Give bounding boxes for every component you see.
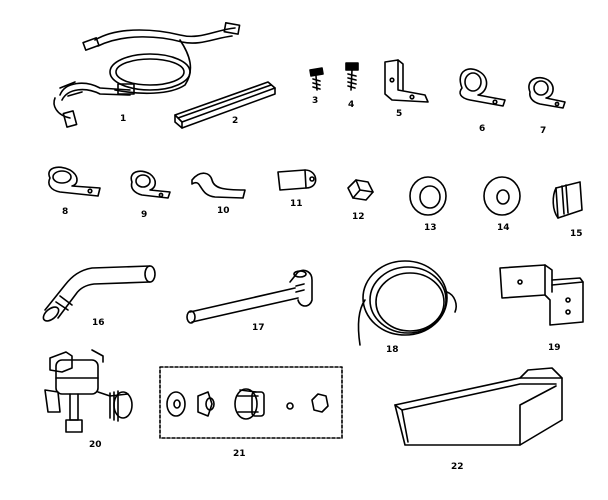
- part-11-tab-bracket[interactable]: [277, 169, 317, 191]
- part-16-elbow-tube[interactable]: [41, 265, 156, 324]
- part-13-label: 13: [424, 223, 437, 233]
- part-19-mounting-bracket[interactable]: [499, 264, 584, 326]
- part-9-label: 9: [141, 210, 147, 220]
- part-21-label: 21: [233, 449, 246, 459]
- part-15-label: 15: [570, 229, 583, 239]
- part-12-label: 12: [352, 212, 365, 222]
- part-12-coupling[interactable]: [347, 179, 374, 201]
- part-7-clamp[interactable]: [528, 76, 566, 109]
- part-22-label: 22: [451, 462, 464, 472]
- part-3-screw[interactable]: [309, 67, 324, 91]
- part-3-label: 3: [312, 96, 318, 106]
- part-11-label: 11: [290, 199, 303, 209]
- part-2-label: 2: [232, 116, 238, 126]
- part-10-label: 10: [217, 206, 230, 216]
- part-6-label: 6: [479, 124, 485, 134]
- part-18-label: 18: [386, 345, 399, 355]
- part-17-fill-tube[interactable]: [186, 269, 313, 324]
- part-20-label: 20: [89, 440, 102, 450]
- part-17-label: 17: [252, 323, 265, 333]
- part-16-label: 16: [92, 318, 105, 328]
- part-21-valve-kit[interactable]: [159, 366, 343, 439]
- part-22-ice-tray[interactable]: [394, 367, 563, 446]
- part-6-clamp[interactable]: [459, 68, 506, 107]
- part-2-channel-strip[interactable]: [174, 81, 276, 129]
- part-1-wire-harness[interactable]: [53, 22, 241, 128]
- part-14-label: 14: [497, 223, 510, 233]
- part-1-label: 1: [120, 114, 126, 124]
- part-8-clamp[interactable]: [48, 166, 101, 197]
- part-19-label: 19: [548, 343, 561, 353]
- part-7-label: 7: [540, 126, 546, 136]
- part-14-washer[interactable]: [483, 176, 521, 216]
- part-10-clip[interactable]: [191, 172, 246, 199]
- part-20-water-valve[interactable]: [44, 349, 133, 433]
- part-9-clamp[interactable]: [130, 170, 171, 199]
- part-5-bracket[interactable]: [384, 59, 429, 103]
- part-4-screw[interactable]: [345, 62, 359, 91]
- part-13-grommet[interactable]: [409, 176, 447, 216]
- part-8-label: 8: [62, 207, 68, 217]
- part-5-label: 5: [396, 109, 402, 119]
- part-15-sleeve[interactable]: [552, 181, 583, 219]
- part-18-coiled-tubing[interactable]: [357, 260, 457, 346]
- part-4-label: 4: [348, 100, 354, 110]
